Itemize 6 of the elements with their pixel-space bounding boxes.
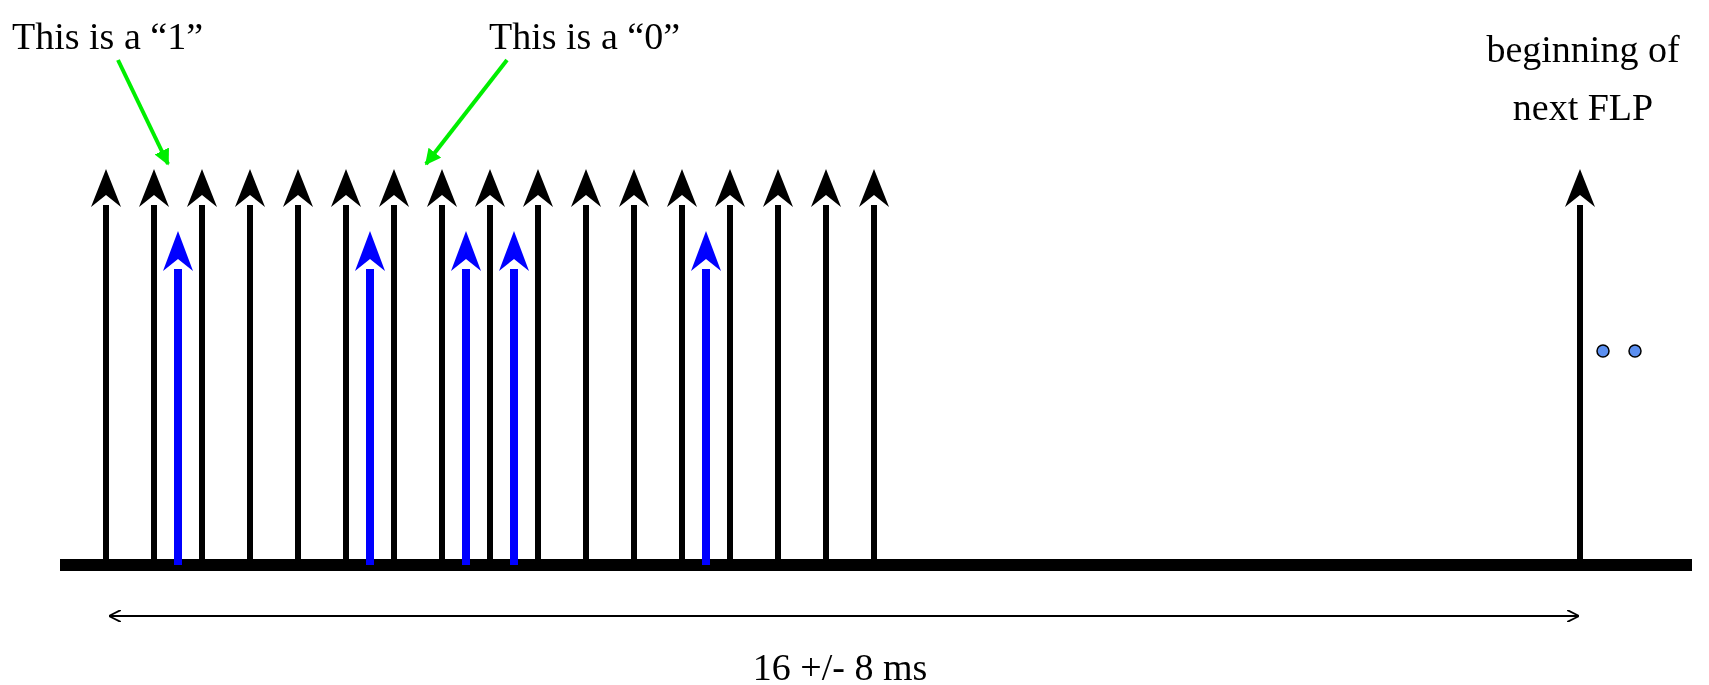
leader-arrow (424, 58, 509, 166)
annotation-text: This is a “1” (12, 16, 203, 56)
leader-arrow (116, 59, 170, 166)
duration-label: 16 +/- 8 ms (751, 645, 929, 685)
annotation-text: This is a “0” (489, 16, 680, 56)
pulse-label: beginning of next FLP (1485, 27, 1681, 130)
